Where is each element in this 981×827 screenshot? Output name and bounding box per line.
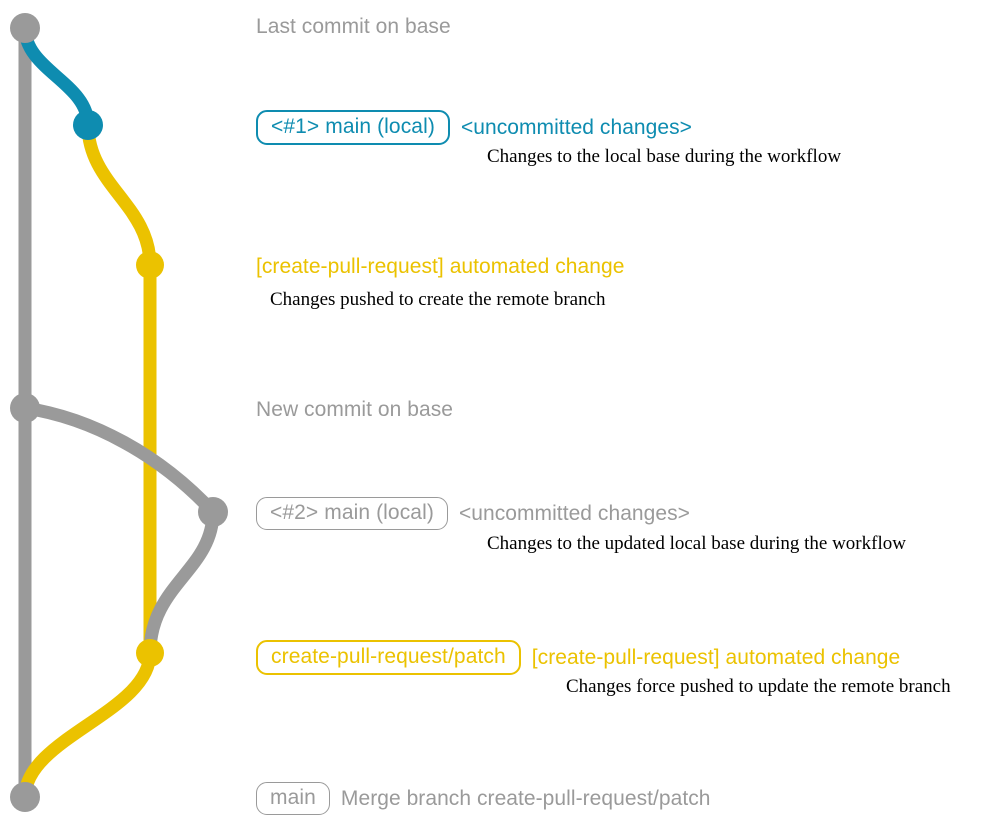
commit-node-remote-2[interactable] [136, 639, 164, 667]
commit-subject-local-uncommitted-2: <uncommitted changes> [458, 501, 690, 525]
commit-subject-local-uncommitted-1: <uncommitted changes> [460, 115, 692, 139]
commit-node-merge-bottom[interactable] [10, 782, 40, 812]
commit-subject-remote-automated-change-1: [create-pull-request] automated change [256, 255, 625, 278]
commit-node-local-1[interactable] [73, 110, 103, 140]
commit-row-new-commit-on-base: New commit on base [256, 398, 453, 421]
commit-subject-remote-automated-change-2: [create-pull-request] automated change [531, 645, 901, 669]
commit-description-local-uncommitted-2: Changes to the updated local base during… [487, 533, 906, 554]
ref-badge-local-1[interactable]: <#1> main (local) [256, 110, 450, 146]
commit-row-last-commit-on-base: Last commit on base [256, 15, 451, 38]
commit-row-merge-branch: main Merge branch create-pull-request/pa… [256, 782, 711, 816]
commit-subject-last-commit-on-base: Last commit on base [256, 15, 451, 38]
commit-row-local-uncommitted-2: <#2> main (local) <uncommitted changes> [256, 497, 690, 531]
commit-row-remote-automated-change-1: [create-pull-request] automated change [256, 255, 624, 278]
commit-description-local-uncommitted-1: Changes to the local base during the wor… [487, 146, 842, 167]
commit-row-remote-automated-change-2: create-pull-request/patch [create-pull-r… [256, 640, 901, 676]
merge-line [18, 646, 157, 804]
commit-row-local-uncommitted-1: <#1> main (local) <uncommitted changes> [256, 110, 692, 146]
commit-description-remote-automated-change-1: Changes pushed to create the remote bran… [270, 289, 606, 310]
commit-subject-merge-branch: Merge branch create-pull-request/patch [340, 786, 711, 810]
rebase-branch-line-in [143, 505, 220, 660]
commit-description-remote-automated-change-2: Changes force pushed to update the remot… [566, 676, 951, 697]
commit-node-base-new[interactable] [10, 393, 40, 423]
rebase-branch-line-out [18, 401, 220, 519]
commit-node-local-2[interactable] [198, 497, 228, 527]
commit-graph [10, 13, 228, 812]
ref-badge-local-2[interactable]: <#2> main (local) [256, 497, 448, 531]
commit-subject-new-commit-on-base: New commit on base [256, 398, 453, 421]
remote-branch-line-1 [81, 118, 157, 272]
ref-badge-main[interactable]: main [256, 782, 330, 816]
commit-node-base-top[interactable] [10, 13, 40, 43]
commit-node-remote-1[interactable] [136, 251, 164, 279]
ref-badge-remote-patch[interactable]: create-pull-request/patch [256, 640, 521, 676]
